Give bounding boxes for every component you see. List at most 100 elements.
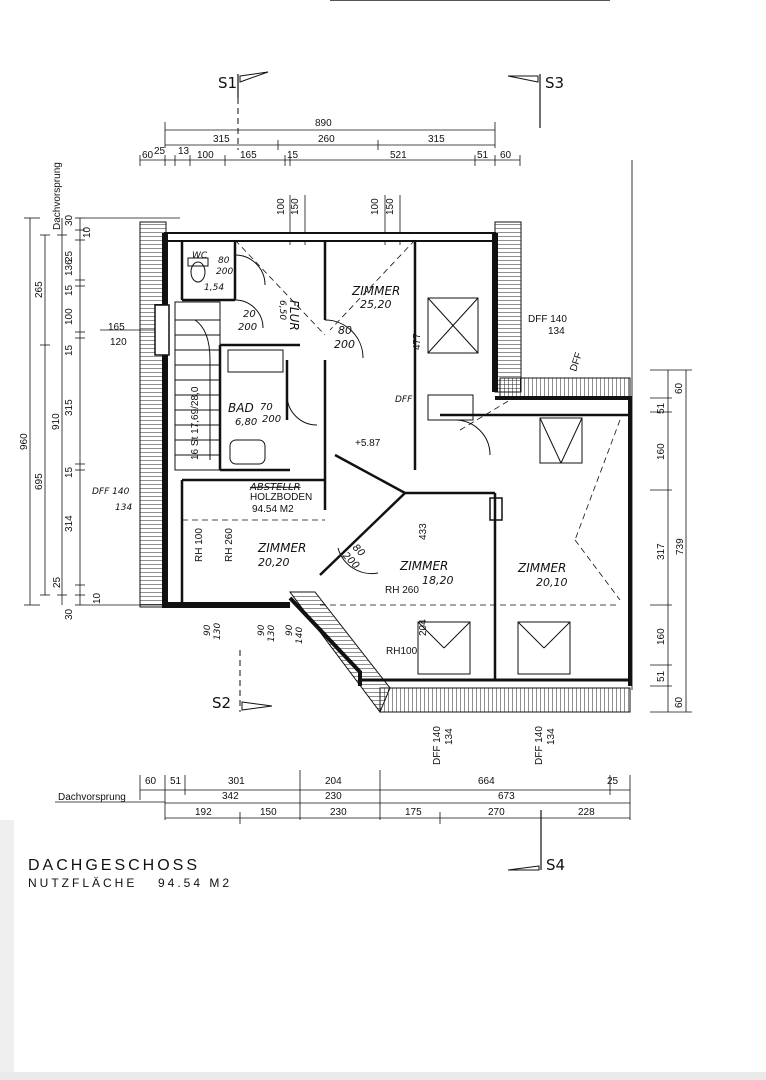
dim-left-d8: 15 bbox=[64, 466, 75, 478]
dim-bottom-r1-1: 51 bbox=[170, 776, 182, 787]
rh260-left: RH 260 bbox=[224, 528, 235, 562]
section-label-s1: S1 bbox=[218, 74, 237, 92]
zimmer-3-area: 18,20 bbox=[422, 574, 454, 587]
dff-bottom-b-label: DFF 140 bbox=[534, 726, 545, 765]
bad-label: BAD bbox=[228, 401, 254, 415]
zimmer-3-label: ZIMMER bbox=[399, 559, 448, 573]
wc-label: WC bbox=[192, 251, 208, 261]
dim-top-r3-5: 15 bbox=[287, 150, 299, 161]
zimmer-2-area: 20,20 bbox=[258, 556, 290, 569]
plan-title: DACHGESCHOSS bbox=[28, 857, 200, 874]
rh100-bottom: RH100 bbox=[386, 646, 418, 657]
scan-edge-shadow bbox=[0, 820, 14, 1080]
scan-bottom-shadow bbox=[0, 1072, 766, 1080]
section-marker-s2: S2 bbox=[212, 650, 273, 712]
dff-mid-label: DFF bbox=[395, 395, 413, 405]
zimmer-4-label: ZIMMER bbox=[517, 561, 566, 575]
dim-right-6: 60 bbox=[674, 696, 685, 708]
usable-area-value: 94.54 M2 bbox=[158, 876, 232, 890]
dim-left-outer-a: 265 bbox=[34, 281, 45, 298]
section-marker-s1: S1 bbox=[218, 71, 269, 150]
abstell-floor: HOLZBODEN bbox=[250, 492, 312, 503]
bad-area: 6,80 bbox=[235, 417, 257, 428]
dim-window-b: 150 bbox=[290, 198, 301, 215]
dim-top-b: 260 bbox=[318, 134, 335, 145]
dim-window-c: 100 bbox=[370, 198, 381, 215]
section-label-s2: S2 bbox=[212, 694, 231, 712]
flur-door-height: 200 bbox=[238, 322, 257, 333]
dim-top-r3-3: 100 bbox=[197, 150, 214, 161]
bad-door-height: 200 bbox=[262, 414, 281, 425]
dim-left-d11: 30 bbox=[64, 608, 75, 620]
dim-bottom-r3-0: 192 bbox=[195, 807, 212, 818]
section-label-s4: S4 bbox=[546, 856, 565, 874]
door-90-b: 90 bbox=[257, 624, 267, 636]
dim-right-5: 51 bbox=[656, 670, 667, 682]
abstell-area: 94.54 M2 bbox=[252, 504, 294, 515]
dim-left-d12: 10 bbox=[92, 592, 103, 604]
dim-overall-height: 960 bbox=[19, 433, 30, 450]
zimmer-4-area: 20,10 bbox=[536, 576, 568, 589]
left-dimensions bbox=[24, 217, 180, 606]
dim-204: 204 bbox=[418, 619, 429, 636]
zimmer-1-label: ZIMMER bbox=[351, 284, 400, 298]
door-130-a: 130 bbox=[213, 623, 223, 640]
zimmer-1-door-height: 200 bbox=[334, 338, 355, 351]
dim-left-d5: 100 bbox=[64, 308, 75, 325]
wc-door-height: 200 bbox=[216, 267, 233, 277]
dff-bottom-a-label: DFF 140 bbox=[432, 726, 443, 765]
dim-overall-width: 890 bbox=[315, 118, 332, 129]
section-marker-s4: S4 bbox=[507, 810, 565, 874]
door-90-a: 90 bbox=[203, 624, 213, 636]
dim-left-outer-b: 695 bbox=[34, 473, 45, 490]
dim-120: 120 bbox=[110, 337, 127, 348]
dim-top-r3-1: 25 bbox=[154, 146, 166, 157]
flur-label: FLUR bbox=[287, 300, 301, 331]
dim-bottom-r1-0: 60 bbox=[145, 776, 157, 787]
dim-top-r3-6: 521 bbox=[390, 150, 407, 161]
wc-area: 1,54 bbox=[204, 283, 224, 293]
roof-slope-lines bbox=[182, 239, 621, 606]
dim-window-d: 150 bbox=[385, 198, 396, 215]
section-label-s3: S3 bbox=[545, 74, 564, 92]
door-130-b: 130 bbox=[267, 625, 277, 642]
dim-bottom-r2-2: 673 bbox=[498, 791, 515, 802]
dim-left-inner: 910 bbox=[51, 413, 62, 430]
dim-bottom-r1-3: 204 bbox=[325, 776, 342, 787]
dff-bottom-b-size: 134 bbox=[546, 728, 557, 745]
dim-bottom-r3-4: 270 bbox=[488, 807, 505, 818]
dff-top-right-label: DFF 140 bbox=[528, 314, 567, 325]
rh260-mid: RH 260 bbox=[385, 585, 419, 596]
dim-right-1: 51 bbox=[656, 402, 667, 414]
dim-left-d10: 25 bbox=[52, 576, 63, 588]
usable-area-label: NUTZFLÄCHE bbox=[28, 876, 137, 890]
dim-top-r3-2: 13 bbox=[178, 146, 190, 157]
dim-left-d3: 136 bbox=[64, 259, 75, 276]
dim-left-d9: 314 bbox=[64, 515, 75, 532]
dim-bottom-r3-1: 150 bbox=[260, 807, 277, 818]
dim-left-d2: 25 bbox=[64, 250, 75, 262]
dff-left-label: DFF 140 bbox=[92, 487, 130, 497]
section-marker-s3: S3 bbox=[507, 74, 564, 128]
bad-door: 70 bbox=[260, 402, 273, 413]
dim-bottom-r1-4: 664 bbox=[478, 776, 495, 787]
dachvorsprung-left-label: Dachvorsprung bbox=[52, 162, 63, 230]
dim-bottom-r1-5: 25 bbox=[607, 776, 619, 787]
zimmer-1-door: 80 bbox=[338, 324, 352, 337]
dim-top-r3-7: 51 bbox=[477, 150, 489, 161]
flur-door: 20 bbox=[243, 309, 256, 320]
dim-bottom-r2-1: 230 bbox=[325, 791, 342, 802]
dim-right-overall: 739 bbox=[675, 538, 686, 555]
dim-bottom-r3-3: 175 bbox=[405, 807, 422, 818]
top-dimensions bbox=[139, 122, 521, 245]
dim-top-r3-4: 165 bbox=[240, 150, 257, 161]
dachvorsprung-bottom-label: Dachvorsprung bbox=[58, 792, 126, 803]
door-140-c: 140 bbox=[295, 627, 305, 644]
dff-left-size: 134 bbox=[115, 503, 132, 513]
stair-dimensions: 16 St 17,69/28,0 bbox=[190, 386, 201, 460]
outer-walls bbox=[162, 232, 632, 686]
dim-right-3: 317 bbox=[656, 543, 667, 560]
flur-area: 6,50 bbox=[277, 300, 287, 320]
dim-433: 433 bbox=[418, 523, 429, 540]
